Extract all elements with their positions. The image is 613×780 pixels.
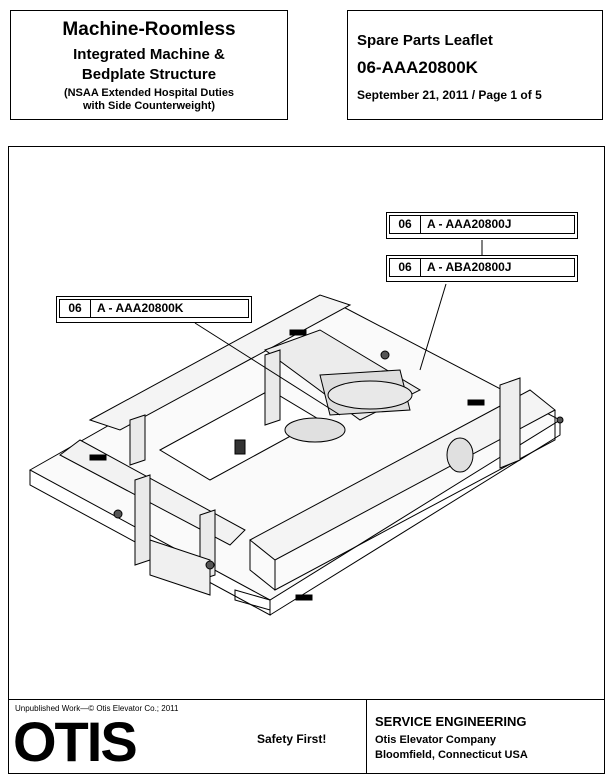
callout-part-number: A - ABA20800J bbox=[427, 260, 512, 274]
document-title-line3: Bedplate Structure bbox=[81, 66, 217, 83]
document-title: Machine-Roomless bbox=[62, 19, 236, 40]
document-subtitle-line2: with Side Counterweight) bbox=[83, 100, 215, 112]
leaflet-number: 06-AAA20800K bbox=[357, 58, 478, 77]
safety-slogan: Safety First! bbox=[257, 732, 327, 746]
callout-aba20800j: 06 A - ABA20800J bbox=[386, 255, 578, 282]
callout-aaa20800k: 06 A - AAA20800K bbox=[56, 296, 252, 323]
callout-aaa20800j: 06 A - AAA20800J bbox=[386, 212, 578, 239]
callout-part-number: A - AAA20800K bbox=[97, 301, 184, 315]
department-name: SERVICE ENGINEERING bbox=[375, 714, 527, 729]
callout-code: 06 bbox=[390, 259, 421, 276]
document-subtitle-line1: (NSAA Extended Hospital Duties bbox=[63, 87, 235, 99]
otis-logo: OTIS bbox=[13, 710, 138, 773]
company-name: Otis Elevator Company bbox=[375, 734, 497, 746]
callout-code: 06 bbox=[60, 300, 91, 317]
leaflet-heading: Spare Parts Leaflet bbox=[357, 32, 493, 49]
footer-divider bbox=[366, 700, 367, 773]
document-title-line2: Integrated Machine & bbox=[73, 46, 225, 63]
title-box: Machine-Roomless Integrated Machine & Be… bbox=[10, 10, 288, 120]
callout-part-number: A - AAA20800J bbox=[427, 217, 512, 231]
company-location: Bloomfield, Connecticut USA bbox=[375, 749, 528, 761]
leaflet-info-box: Spare Parts Leaflet 06-AAA20800K Septemb… bbox=[347, 10, 603, 120]
footer: Unpublished Work—© Otis Elevator Co.; 20… bbox=[8, 700, 605, 774]
callout-code: 06 bbox=[390, 216, 421, 233]
copyright-notice: Unpublished Work—© Otis Elevator Co.; 20… bbox=[15, 704, 179, 713]
leaflet-date-page: September 21, 2011 / Page 1 of 5 bbox=[357, 88, 542, 102]
service-engineering-block: SERVICE ENGINEERING Otis Elevator Compan… bbox=[375, 714, 528, 761]
